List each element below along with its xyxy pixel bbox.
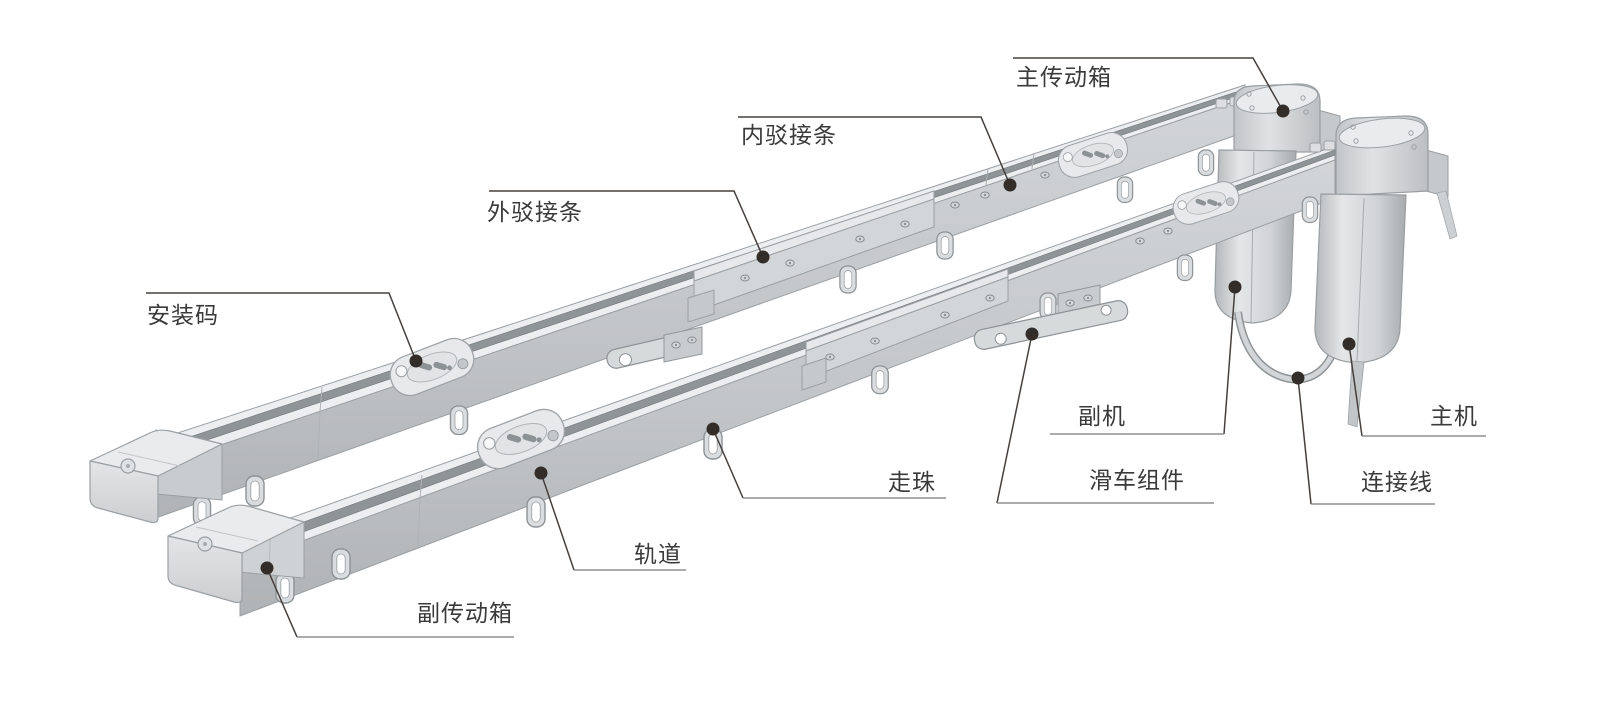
front-drive-head [1309,115,1458,240]
leader-main-motor [1348,343,1363,437]
anchor-dot-connecting-cable [1291,371,1305,385]
anchor-dot-aux-drive-box [260,561,274,575]
label-aux-motor: 副机 [1078,403,1126,429]
anchor-dot-runner [706,422,720,436]
anchor-dot-track [534,466,548,480]
anchor-dot-mounting-bracket [409,354,423,368]
label-main-drive-box: 主传动箱 [1016,64,1112,90]
label-outer-connector: 外驳接条 [487,199,583,225]
label-track: 轨道 [634,541,682,567]
leader-inner-connector [738,116,1011,186]
leader-carriage-assembly [996,333,1033,504]
anchor-dot-aux-motor [1228,280,1242,294]
label-carriage-assembly: 滑车组件 [1089,467,1185,493]
label-inner-connector: 内驳接条 [741,122,837,148]
anchor-dot-main-drive-box [1276,104,1290,118]
carriage-assembly-part [973,284,1129,350]
carriage-bar-rear [606,326,703,369]
anchor-dots [260,104,1356,575]
label-connecting-cable: 连接线 [1361,469,1433,495]
front-track-channel [239,149,1336,556]
anchor-dot-inner-connector [1003,178,1017,192]
leader-mounting-bracket [146,292,417,362]
leader-connecting-cable [1297,377,1312,505]
front-connector-sleeve [801,268,1009,391]
label-mounting-bracket: 安装码 [147,302,219,328]
leader-track [540,472,575,571]
leader-lines [146,57,1363,638]
leader-main-drive-box [1013,57,1284,112]
anchor-dot-carriage-assembly [1025,327,1039,341]
label-runner: 走珠 [888,469,936,495]
rear-end-cap [89,429,223,524]
inner-connector-strip-part [985,152,1035,186]
aux-drive-box-part [167,504,305,604]
leader-aux-drive-box [266,567,298,638]
runner-hooks-rear [192,149,1215,527]
label-main-motor: 主机 [1430,403,1478,429]
label-aux-drive-box: 副传动箱 [417,600,513,626]
outer-connector-strip-part [687,190,935,323]
leader-outer-connector [489,190,764,258]
leader-runner [712,428,744,499]
label-underlines [297,433,1486,638]
anchor-dot-main-motor [1342,337,1356,351]
anchor-dot-outer-connector [756,250,770,264]
leader-aux-motor [1223,286,1236,435]
connecting-cable-part [1234,311,1338,384]
main-motor-part [1314,193,1407,428]
